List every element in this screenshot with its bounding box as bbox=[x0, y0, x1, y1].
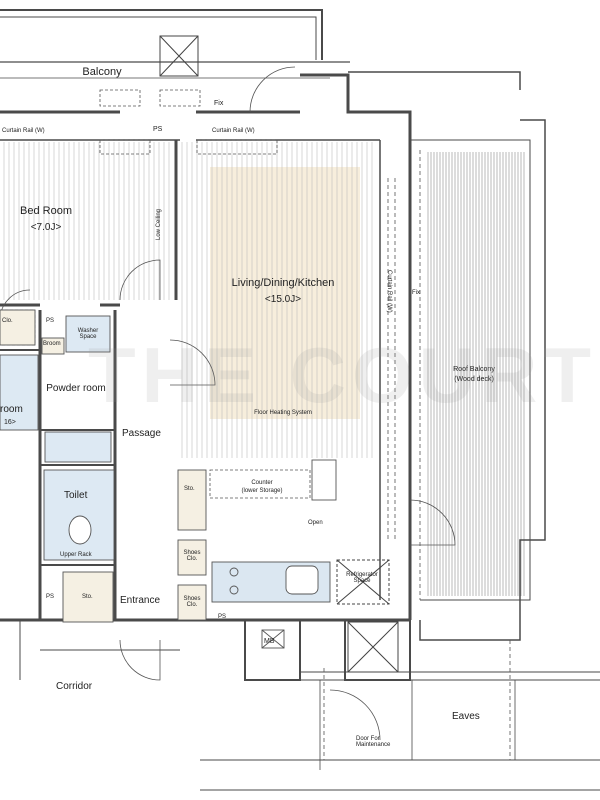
roof-balcony-deck bbox=[427, 152, 525, 596]
powder-room-label: Powder room bbox=[46, 383, 106, 394]
washer-space-label: Washer Space bbox=[77, 328, 99, 340]
curtain-rail-right-label: Curtain Rail (W) bbox=[212, 128, 255, 134]
lower-storage-label: (lower Storage) bbox=[241, 488, 283, 494]
ps-entrance-left-label: PS bbox=[46, 594, 55, 600]
refrigerator-label: Refrigerator Space bbox=[346, 572, 378, 584]
fix-top-label: Fix bbox=[214, 100, 224, 107]
bathroom-area-label: 16> bbox=[4, 419, 16, 426]
walls bbox=[0, 9, 600, 791]
entrance-label: Entrance bbox=[120, 595, 161, 606]
sto-passage-label: Sto. bbox=[184, 486, 195, 492]
balcony-label: Balcony bbox=[82, 66, 122, 78]
broom-label: Broom bbox=[43, 341, 61, 347]
sto-entrance-label: Sto. bbox=[82, 594, 93, 600]
fixtures bbox=[0, 315, 337, 649]
corridor-label: Corridor bbox=[56, 681, 93, 692]
bedroom-label: Bed Room bbox=[20, 205, 72, 217]
wood-floor-lines bbox=[3, 142, 373, 458]
bathroom-label: room bbox=[0, 404, 23, 415]
counter-label: Counter bbox=[251, 480, 273, 486]
doors bbox=[0, 66, 456, 741]
open-label: Open bbox=[308, 520, 323, 526]
upper-rack-label: Upper Rack bbox=[60, 552, 92, 558]
eaves-label: Eaves bbox=[452, 711, 480, 722]
ldk-area-label: <15.0J> bbox=[264, 294, 302, 305]
clo-label: Clo. bbox=[2, 318, 13, 324]
low-ceiling-label: Low Ceiling bbox=[156, 208, 162, 240]
ps-entrance-right-label: PS bbox=[218, 614, 227, 620]
passage-label: Passage bbox=[122, 428, 161, 439]
shoes-clo-1-label: Shoes Clo. bbox=[183, 550, 201, 562]
curtain-rail-vertical-label: Curtain Rail (W) bbox=[386, 270, 392, 313]
storage bbox=[0, 309, 207, 623]
shoes-clo-2-label: Shoes Clo. bbox=[183, 596, 201, 608]
curtain-rail-left-label: Curtain Rail (W) bbox=[2, 128, 45, 134]
ps-laundry-label: PS bbox=[46, 318, 55, 324]
mb-label: MB bbox=[264, 638, 275, 645]
guide-lines bbox=[323, 150, 511, 760]
ldk-label: Living/Dining/Kitchen bbox=[231, 277, 335, 289]
wood-deck-label: (Wood deck) bbox=[454, 376, 494, 383]
watermark: THE COURT bbox=[88, 331, 597, 419]
roof-balcony-label: Roof Balcony bbox=[453, 366, 495, 373]
cross-boxes bbox=[159, 35, 399, 673]
fix-right-label: Fix bbox=[412, 290, 420, 296]
floor-heating-area bbox=[210, 167, 360, 419]
ps-top-label: PS bbox=[153, 126, 163, 133]
door-maintenance-label: Door For Maintenance bbox=[356, 736, 391, 748]
toilet-label: Toilet bbox=[64, 490, 88, 501]
bedroom-area-label: <7.0J> bbox=[30, 222, 62, 233]
floor-heating-label: Floor Heating System bbox=[254, 410, 312, 416]
